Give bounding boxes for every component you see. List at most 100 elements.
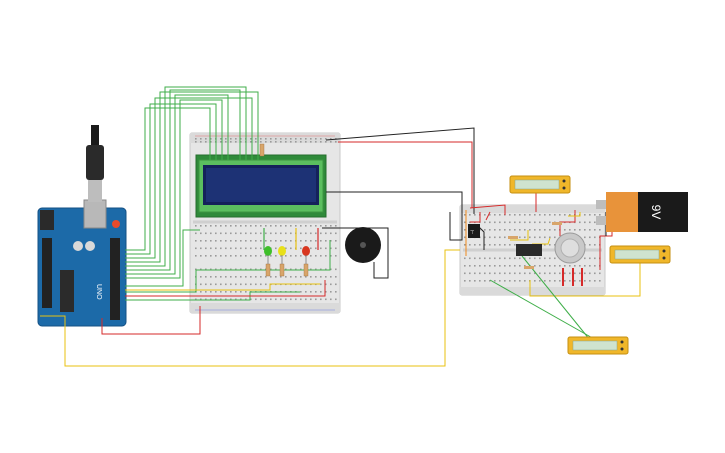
breadboard-hole — [215, 291, 217, 293]
breadboard-hole — [250, 232, 252, 235]
breadboard-hole — [195, 225, 197, 227]
breadboard-hole — [494, 280, 496, 282]
breadboard-hole — [519, 272, 521, 275]
breadboard-hole — [290, 141, 292, 143]
breadboard-hole — [469, 280, 471, 282]
breadboard-hole — [534, 229, 536, 231]
breadboard-hole — [489, 272, 491, 275]
breadboard-hole — [230, 232, 232, 235]
breadboard-hole — [300, 291, 302, 293]
breadboard-hole — [534, 265, 536, 267]
breadboard-hole — [300, 138, 302, 140]
breadboard-hole — [275, 240, 277, 242]
breadboard-hole — [330, 268, 332, 271]
breadboard-hole — [245, 298, 247, 301]
breadboard-hole — [544, 265, 546, 267]
breadboard-hole — [524, 265, 526, 267]
breadboard-hole — [504, 280, 506, 282]
breadboard-hole — [489, 236, 491, 239]
breadboard-hole — [524, 257, 526, 260]
breadboard-hole — [594, 229, 596, 231]
wires-red — [101, 141, 613, 335]
breadboard-hole — [484, 244, 486, 246]
breadboard-hole — [235, 276, 237, 278]
breadboard-hole — [275, 138, 277, 140]
resistors-main — [259, 143, 309, 277]
breadboard-hole — [474, 214, 476, 216]
breadboard-hole — [285, 268, 287, 271]
breadboard-hole — [310, 141, 312, 143]
breadboard-hole — [330, 240, 332, 242]
breadboard-hole — [260, 268, 262, 271]
breadboard-hole — [310, 225, 312, 227]
breadboard-hole — [280, 298, 282, 301]
breadboard-hole — [205, 255, 207, 257]
breadboard-hole — [305, 141, 307, 143]
breadboard-hole — [285, 247, 287, 250]
breadboard-hole — [280, 225, 282, 227]
breadboard-hole — [215, 283, 217, 286]
breadboard-hole — [549, 236, 551, 239]
breadboard-hole — [280, 138, 282, 140]
breadboard-hole — [270, 268, 272, 271]
breadboard-hole — [330, 291, 332, 293]
breadboard-hole — [325, 247, 327, 250]
breadboard-hole — [514, 229, 516, 231]
breadboard-hole — [464, 272, 466, 275]
breadboard-hole — [300, 298, 302, 301]
breadboard-hole — [335, 141, 337, 143]
breadboard-hole — [529, 257, 531, 260]
breadboard-hole — [494, 229, 496, 231]
breadboard-hole — [195, 240, 197, 242]
breadboard-hole — [235, 232, 237, 235]
breadboard-hole — [509, 272, 511, 275]
breadboard-hole — [310, 268, 312, 271]
breadboard-hole — [320, 225, 322, 227]
breadboard-hole — [484, 229, 486, 231]
breadboard-hole — [275, 255, 277, 257]
breadboard-hole — [484, 265, 486, 267]
breadboard-hole — [200, 255, 202, 257]
breadboard-hole — [195, 255, 197, 257]
breadboard-hole — [584, 257, 586, 260]
breadboard-hole — [544, 257, 546, 260]
breadboard-hole — [504, 221, 506, 224]
breadboard-hole — [494, 214, 496, 216]
breadboard-hole — [250, 268, 252, 271]
breadboard-hole — [320, 255, 322, 257]
breadboard-hole — [589, 272, 591, 275]
breadboard-hole — [205, 283, 207, 286]
breadboard-hole — [544, 280, 546, 282]
breadboard-hole — [200, 291, 202, 293]
breadboard-hole — [230, 141, 232, 143]
breadboard-hole — [539, 272, 541, 275]
breadboard-hole — [220, 255, 222, 257]
breadboard-hole — [320, 138, 322, 140]
breadboard-hole — [250, 247, 252, 250]
breadboard-hole — [514, 214, 516, 216]
breadboard-hole — [280, 141, 282, 143]
breadboard-hole — [489, 244, 491, 246]
breadboard-hole — [335, 268, 337, 271]
breadboard-hole — [529, 221, 531, 224]
breadboard-hole — [205, 298, 207, 301]
breadboard-hole — [519, 214, 521, 216]
breadboard-hole — [230, 276, 232, 278]
breadboard-hole — [499, 236, 501, 239]
breadboard-hole — [210, 298, 212, 301]
breadboard-hole — [255, 225, 257, 227]
breadboard-hole — [534, 280, 536, 282]
breadboard-hole — [315, 268, 317, 271]
breadboard-hole — [499, 257, 501, 260]
breadboard-hole — [255, 255, 257, 257]
breadboard-hole — [494, 272, 496, 275]
breadboard-hole — [300, 232, 302, 235]
breadboard-hole — [245, 291, 247, 293]
breadboard-hole — [544, 236, 546, 239]
breadboard-hole — [554, 272, 556, 275]
breadboard-hole — [200, 232, 202, 235]
breadboard-hole — [290, 276, 292, 278]
transistor: ⊤ — [468, 224, 480, 238]
breadboard-hole — [230, 283, 232, 286]
breadboard-hole — [335, 240, 337, 242]
